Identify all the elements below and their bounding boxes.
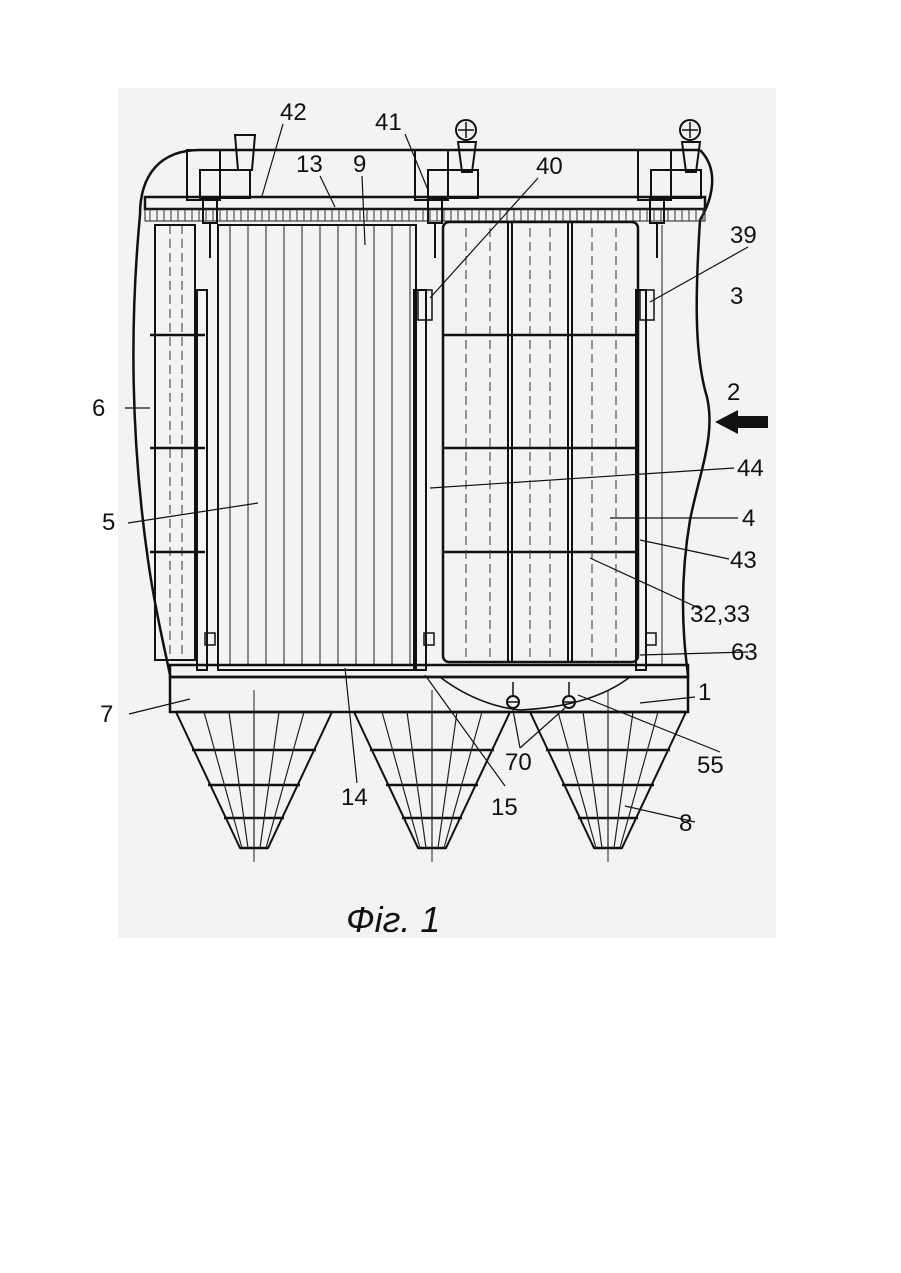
- label-63: 63: [731, 639, 758, 666]
- casing-outline: [133, 150, 712, 675]
- label-4: 4: [742, 505, 755, 532]
- label-3: 3: [730, 283, 743, 310]
- label-32-33: 32,33: [690, 601, 750, 628]
- hopper-3: [530, 690, 686, 862]
- left-column: [150, 225, 215, 670]
- label-6: 6: [92, 395, 105, 422]
- plate-lines: [230, 225, 410, 665]
- label-14: 14: [341, 784, 368, 811]
- label-42: 42: [280, 99, 307, 126]
- label-39: 39: [730, 222, 757, 249]
- gas-flow-arrow: [715, 410, 768, 434]
- label-55: 55: [697, 752, 724, 779]
- electrode-frame: [443, 222, 638, 662]
- label-44: 44: [737, 455, 764, 482]
- hopper-1: [176, 690, 332, 862]
- hopper-2: [354, 690, 510, 862]
- label-9: 9: [353, 151, 366, 178]
- label-70: 70: [505, 749, 532, 776]
- rapping-drive-middle: [415, 120, 478, 258]
- right-column: [636, 225, 662, 670]
- vibrator-70-a: [507, 682, 519, 708]
- label-40: 40: [536, 153, 563, 180]
- label-13: 13: [296, 151, 323, 178]
- label-15: 15: [491, 794, 518, 821]
- label-43: 43: [730, 547, 757, 574]
- label-41: 41: [375, 109, 402, 136]
- label-2: 2: [727, 379, 740, 406]
- label-1: 1: [698, 679, 711, 706]
- figure-caption: Фіг. 1: [346, 899, 440, 940]
- bottom-beam: [170, 665, 688, 712]
- hoppers: [176, 690, 686, 862]
- rapping-drive-right: [638, 120, 701, 258]
- label-5: 5: [102, 509, 115, 536]
- label-7: 7: [100, 701, 113, 728]
- label-8: 8: [679, 810, 692, 837]
